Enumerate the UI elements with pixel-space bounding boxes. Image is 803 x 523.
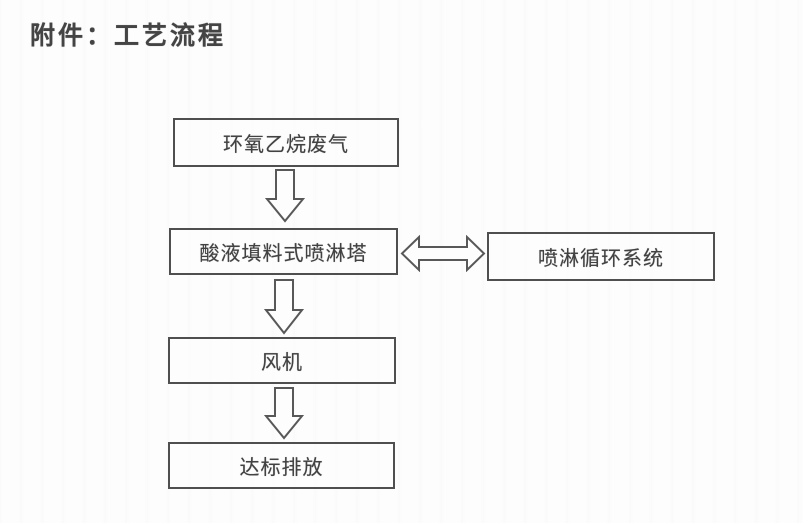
double-arrow-icon [400,234,486,273]
flow-node-fan: 风机 [168,337,396,384]
flow-node-spray-circulation-system-label: 喷淋循环系统 [538,248,664,270]
flow-node-fan-label: 风机 [261,352,303,374]
flow-node-spray-tower: 酸液填料式喷淋塔 [169,228,398,275]
flow-node-exhaust-gas: 环氧乙烷废气 [173,118,399,167]
down-arrow-icon [264,169,306,223]
flow-node-spray-circulation-system: 喷淋循环系统 [487,232,715,281]
down-arrow-icon [263,387,305,440]
flow-node-spray-tower-label: 酸液填料式喷淋塔 [199,243,368,265]
flow-node-exhaust-gas-label: 环氧乙烷废气 [223,134,349,156]
down-arrow-icon [263,279,305,335]
page-title: 附件：工艺流程 [30,23,227,50]
flow-node-compliant-discharge-label: 达标排放 [239,457,324,479]
flow-node-compliant-discharge: 达标排放 [168,442,395,489]
